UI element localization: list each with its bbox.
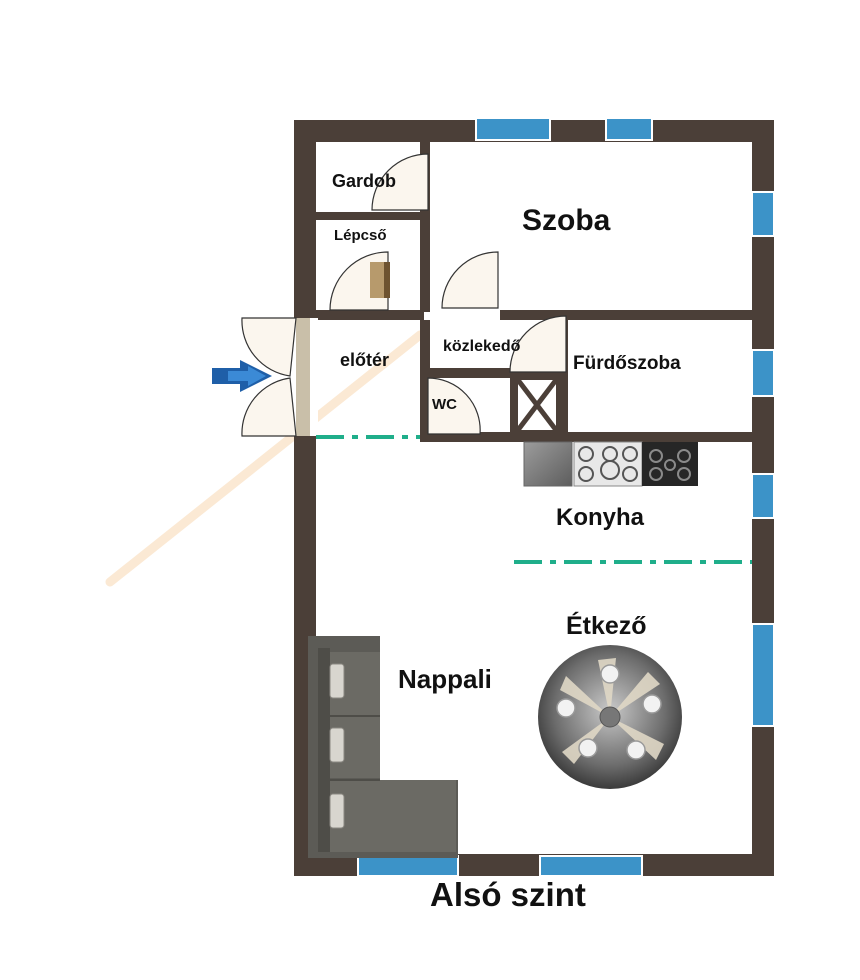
entrance-door xyxy=(241,317,297,437)
stair-icon xyxy=(370,262,390,298)
kitchen-appliances xyxy=(523,441,698,487)
door-wc xyxy=(427,377,481,435)
room-label-eloter: előtér xyxy=(340,350,390,370)
room-label-nappali: Nappali xyxy=(398,664,492,694)
window xyxy=(751,623,775,727)
sofa-icon xyxy=(308,636,458,858)
shaft-icon xyxy=(514,376,560,434)
window xyxy=(751,191,775,237)
windows xyxy=(357,117,775,877)
room-label-konyha: Konyha xyxy=(556,504,645,531)
room-label-szoba: Szoba xyxy=(522,204,611,237)
dining-table-icon xyxy=(538,645,682,789)
window xyxy=(539,855,643,877)
room-label-wc: WC xyxy=(432,396,457,413)
door-furdo xyxy=(509,315,567,373)
window xyxy=(751,473,775,519)
window xyxy=(357,855,459,877)
floor-caption: Alsó szint xyxy=(430,876,586,913)
oven-icon xyxy=(642,442,698,486)
room-label-furdoszoba: Fürdőszoba xyxy=(573,353,681,374)
entry-arrow-icon xyxy=(212,360,272,392)
sink-icon xyxy=(523,441,573,487)
room-label-lepcso: Lépcső xyxy=(334,227,387,244)
light-beam xyxy=(105,330,425,587)
room-label-kozlekedo: közlekedő xyxy=(443,338,521,355)
room-label-etkezo: Étkező xyxy=(566,612,647,640)
window xyxy=(475,117,551,141)
door-gardob xyxy=(371,153,429,211)
window xyxy=(605,117,653,141)
room-label-gardob: Gardob xyxy=(332,171,397,191)
door-szoba xyxy=(441,251,499,309)
window xyxy=(751,349,775,397)
